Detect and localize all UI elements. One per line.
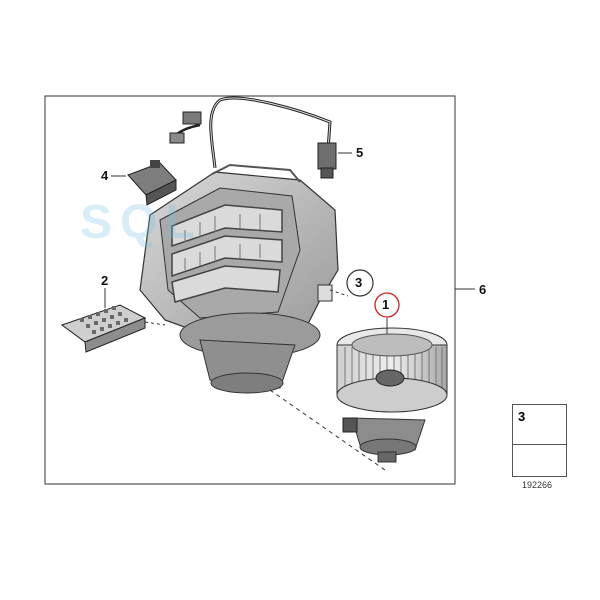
watermark: SQL [80,196,203,249]
blower-fan [336,327,448,463]
callout-label-2: 2 [101,273,109,288]
housing-screw [317,284,333,302]
actuator-part [127,160,177,206]
callout-label-4: 4 [101,168,109,183]
callout-label-6: 6 [479,282,487,297]
callout-circle-3 [346,269,374,297]
diagram-frame [44,95,456,485]
callout-label-1: 1 [382,297,390,312]
legend-number: 3 [518,409,526,424]
callout-label-3: 3 [355,275,363,290]
wiring-harness [169,96,337,179]
callout-circle-1 [374,292,400,318]
legend-divider [513,444,566,445]
blower-housing [139,163,339,394]
callout-label-5: 5 [356,145,364,160]
fastener-legend: 3 [512,404,567,477]
harness-connector [317,142,337,170]
diagram-id: 192266 [522,480,553,490]
resistor-module [60,304,147,353]
